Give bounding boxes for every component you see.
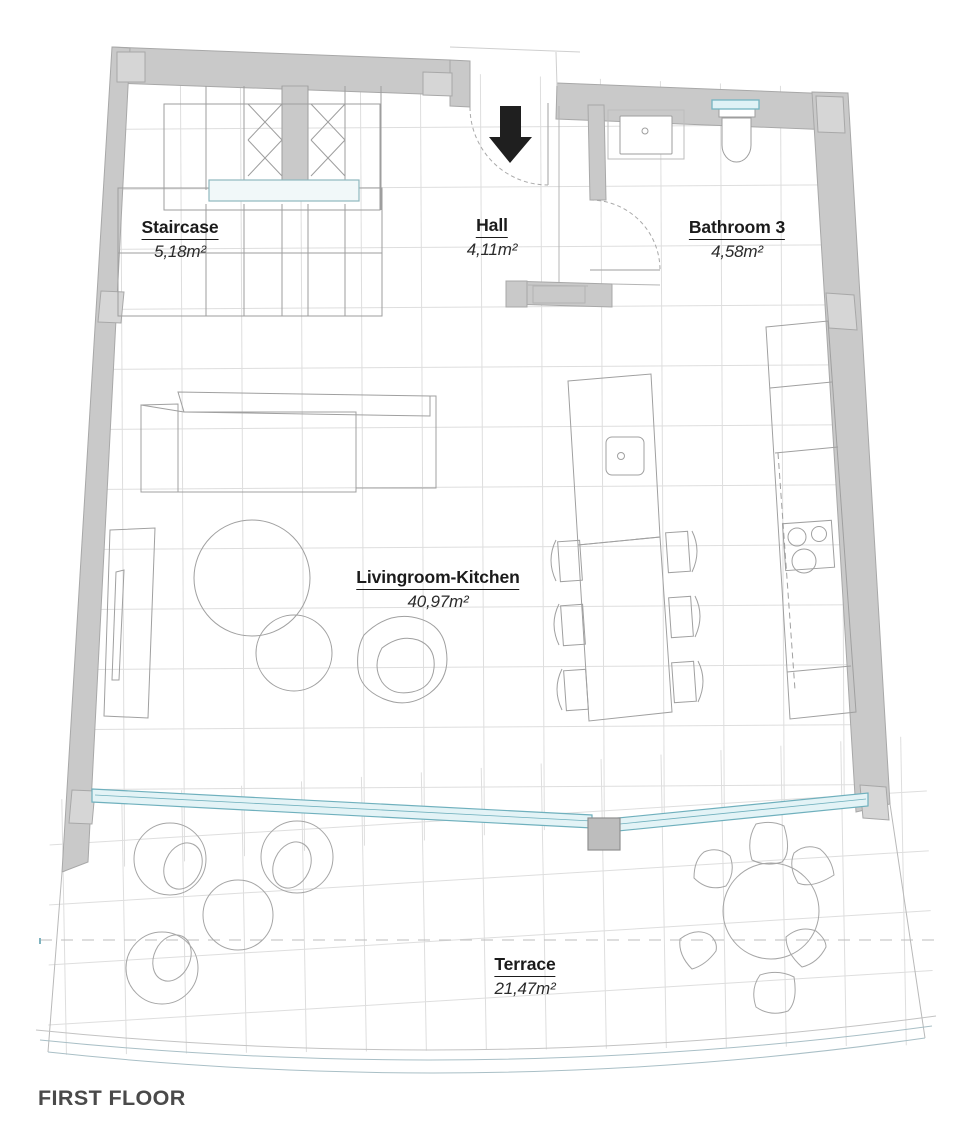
room-name-staircase: Staircase: [141, 217, 219, 240]
door-swings: [469, 106, 661, 271]
stair-rail-glazing: [208, 179, 360, 202]
dining-chairs-left: [550, 539, 589, 712]
island-sink-icon: [605, 436, 645, 476]
lounge-chair-1-seat: [163, 842, 203, 890]
burner-1: [787, 527, 807, 547]
bathroom-window: [711, 99, 760, 110]
entry-arrow-down-icon: [489, 106, 532, 163]
column-top-right: [422, 71, 453, 97]
wall-top-left: [111, 46, 451, 96]
wall-right: [811, 91, 891, 813]
floor-grid-terrace: [48, 735, 935, 1055]
outdoor-chair-n: [749, 821, 788, 865]
terrace-glazing: [91, 788, 869, 851]
room-name-hall: Hall: [476, 215, 508, 238]
partition-outlines: [527, 106, 661, 304]
bathroom-fixtures: [607, 104, 756, 163]
room-name-livingroom-kitchen: Livingroom-Kitchen: [356, 567, 520, 590]
toilet-icon: [721, 117, 752, 163]
lounge-chair-1: [133, 822, 207, 896]
wall-left: [61, 46, 131, 873]
room-area-livingroom-kitchen: 40,97m²: [407, 591, 469, 611]
exterior-walls: [61, 46, 891, 873]
cooktop: [781, 519, 836, 572]
terrace-furniture: [125, 820, 835, 1014]
room-label-livingroom-kitchen: Livingroom-Kitchen 40,97m²: [356, 567, 520, 613]
armchair: [357, 615, 448, 704]
wall-column-markers: [68, 51, 890, 825]
bathroom-door-swing: [589, 199, 661, 271]
island-sink-drain-icon: [617, 452, 625, 460]
dining-chairs-right: [665, 530, 704, 704]
entry-door-swing: [469, 106, 549, 186]
wall-stair-spine: [281, 85, 309, 191]
kitchen-furniture: [550, 320, 857, 722]
coffee-table-large: [193, 519, 311, 637]
staircase-flight: [117, 86, 383, 317]
vanity-counter: [607, 109, 685, 160]
room-label-staircase: Staircase 5,18m²: [141, 217, 219, 263]
room-label-hall: Hall 4,11m²: [466, 215, 518, 261]
column-left-mid: [97, 290, 125, 324]
exterior-hints: [39, 46, 581, 944]
room-name-bathroom-3: Bathroom 3: [688, 217, 785, 240]
lounge-side-table: [202, 879, 274, 951]
outdoor-chair-sw: [679, 931, 717, 970]
wash-basin-icon: [619, 115, 673, 155]
room-area-hall: 4,11m²: [466, 239, 518, 259]
lounge-chair-2: [260, 820, 334, 894]
living-room-furniture: [103, 391, 448, 719]
column-top-left: [116, 51, 146, 83]
wall-hall-bottom-stub: [505, 280, 528, 308]
room-label-bathroom-3: Bathroom 3 4,58m²: [688, 217, 785, 263]
terrace-outline: [35, 803, 937, 1074]
lounge-chair-2-seat: [272, 841, 312, 889]
outdoor-chair-nw: [693, 849, 733, 889]
column-right-mid: [825, 292, 858, 331]
column-left-bottom: [68, 789, 96, 825]
kitchen-island: [567, 373, 661, 546]
burner-3: [791, 548, 817, 574]
lounge-chair-3: [125, 931, 199, 1005]
lounge-chair-3-seat: [152, 934, 192, 982]
room-name-terrace: Terrace: [494, 954, 556, 977]
outdoor-chair-se: [785, 928, 827, 968]
kitchen-counter-run: [765, 320, 857, 720]
room-area-staircase: 5,18m²: [154, 241, 206, 261]
sideboard: [103, 527, 156, 719]
outdoor-chair-s: [753, 971, 796, 1014]
stair-outline-upper: [163, 103, 381, 211]
outdoor-chair-ne: [791, 846, 835, 886]
dining-table: [577, 536, 673, 722]
room-area-terrace: 21,47m²: [494, 978, 556, 998]
floor-title: FIRST FLOOR: [38, 1086, 186, 1110]
wall-stub-hall-top: [449, 59, 471, 108]
room-area-bathroom-3: 4,58m²: [711, 241, 763, 261]
coffee-table-small: [255, 614, 333, 692]
wall-bath-partition: [587, 104, 607, 201]
basin-drain-icon: [641, 127, 649, 135]
room-label-terrace: Terrace 21,47m²: [494, 954, 556, 1000]
column-bath-right: [815, 95, 846, 134]
outdoor-table: [722, 862, 820, 960]
burner-2: [811, 526, 827, 542]
door-leaves: [547, 103, 660, 271]
glazing-center-post: [587, 817, 621, 851]
l-shaped-sofa: [177, 391, 431, 417]
